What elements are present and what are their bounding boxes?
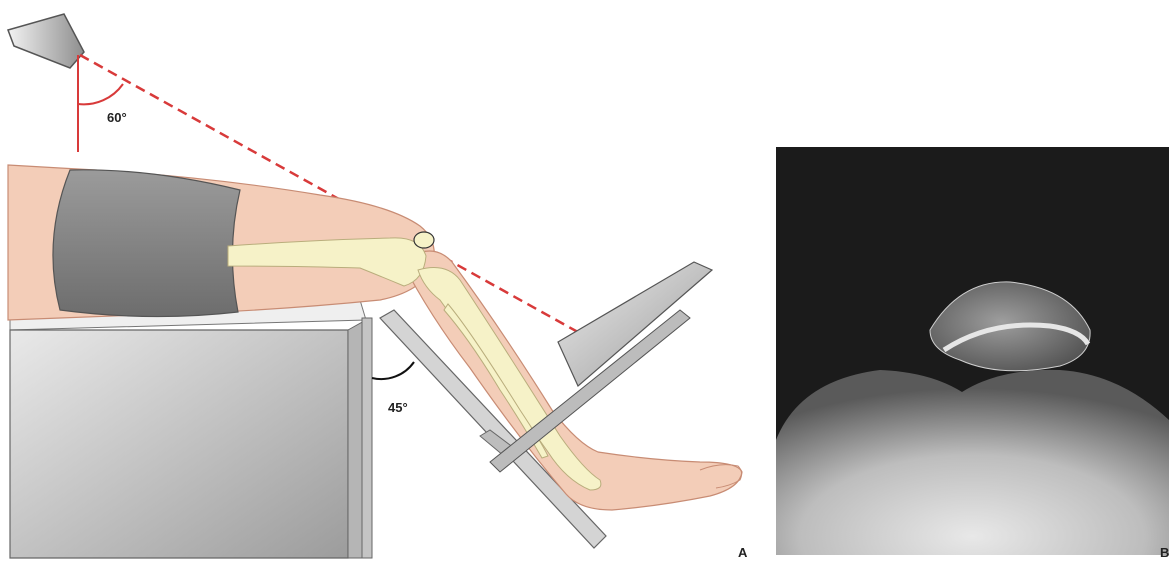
panel-b-label: B: [1160, 545, 1169, 560]
patella: [414, 232, 434, 248]
panel-b-radiograph: B: [776, 147, 1169, 560]
xray-tube: [8, 14, 84, 68]
femoral-condyles: [776, 370, 1169, 555]
leg-angle-arc: [372, 362, 414, 379]
beam-angle-arc: [78, 84, 123, 104]
panel-a-label: A: [738, 545, 748, 560]
shorts: [53, 170, 240, 317]
panel-a-diagram: 60° 45° A: [8, 14, 748, 560]
leg-angle-label: 45°: [388, 400, 408, 415]
cassette: [558, 262, 712, 386]
table-body: [10, 330, 348, 558]
leg-support-pole: [362, 318, 372, 558]
beam-angle-label: 60°: [107, 110, 127, 125]
